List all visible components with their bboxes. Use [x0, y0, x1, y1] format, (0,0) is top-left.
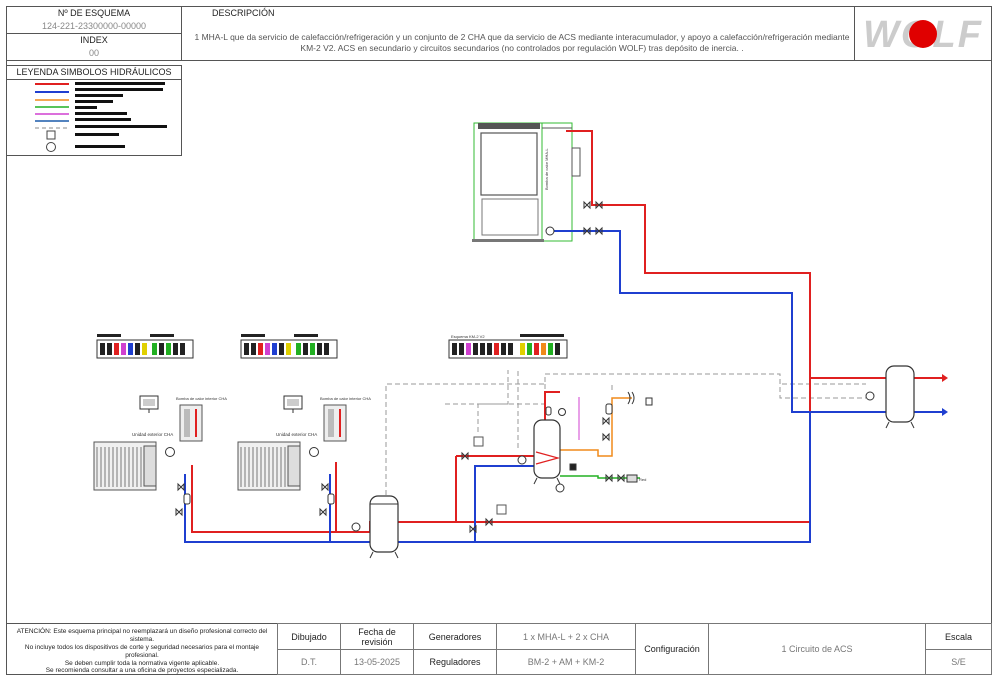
warning-line-2: sistema. [129, 636, 155, 643]
legend-pump-symbol [46, 142, 56, 152]
regulators-label: Reguladores [413, 649, 497, 675]
scheme-label: Nº DE ESQUEMA [57, 8, 131, 18]
legend-symbols [35, 82, 167, 152]
drawn-value: D.T. [277, 649, 341, 675]
index-label: INDEX [80, 35, 108, 45]
warning-line-1: ATENCIÓN: Este esquema principal no reem… [16, 628, 268, 635]
revision-label-line-2: revisión [361, 636, 393, 647]
scheme-number: 124-221-23300000-00000 [41, 21, 147, 31]
scale-label: Escala [925, 623, 992, 650]
config-value: 1 Circuito de ACS [708, 623, 926, 675]
index-value: 00 [88, 48, 99, 58]
scheme-number-cell: Nº DE ESQUEMA 124-221-23300000-00000 [6, 6, 182, 34]
scale-value: S/E [925, 649, 992, 675]
description-line-1: 1 MHA-L que da servicio de calefacción/r… [194, 32, 850, 42]
index-cell: INDEX 00 [6, 33, 182, 61]
warning-line-4: profesional. [125, 652, 159, 659]
config-label: Configuración [635, 623, 709, 675]
generators-label: Generadores [413, 623, 497, 650]
drawn-label: Dibujado [277, 623, 341, 650]
warning-line-3: No incluye todos los dispositivos de cor… [24, 644, 260, 651]
legend-sensor-symbol [46, 130, 56, 140]
legend-title-divider [7, 79, 181, 80]
generators-value: 1 x MHA-L + 2 x CHA [496, 623, 636, 650]
footer-warning: ATENCIÓN: Este esquema principal no reem… [6, 623, 278, 675]
revision-label-line-1: Fecha de [358, 626, 396, 637]
legend-title: LEYENDA SIMBOLOS HIDRÁULICOS [16, 67, 172, 77]
description-label: DESCRIPCIÓN [212, 8, 275, 18]
warning-line-6: Se recomienda consultar a una oficina de… [45, 667, 239, 674]
regulators-value: BM-2 + AM + KM-2 [496, 649, 636, 675]
revision-label: Fecha de revisión [340, 623, 414, 650]
warning-line-5: Se deben cumplir toda la normativa vigen… [64, 660, 220, 667]
legend-box: LEYENDA SIMBOLOS HIDRÁULICOS [6, 65, 182, 156]
logo-cell: WOLF [854, 6, 992, 61]
description-line-2: KM-2 V2. ACS en secundario y circuitos s… [300, 43, 744, 53]
wolf-logo: WOLF [863, 14, 981, 56]
revision-value: 13-05-2025 [340, 649, 414, 675]
description-cell: DESCRIPCIÓN 1 MHA-L que da servicio de c… [181, 6, 855, 61]
wolf-logo-dot [909, 20, 937, 48]
